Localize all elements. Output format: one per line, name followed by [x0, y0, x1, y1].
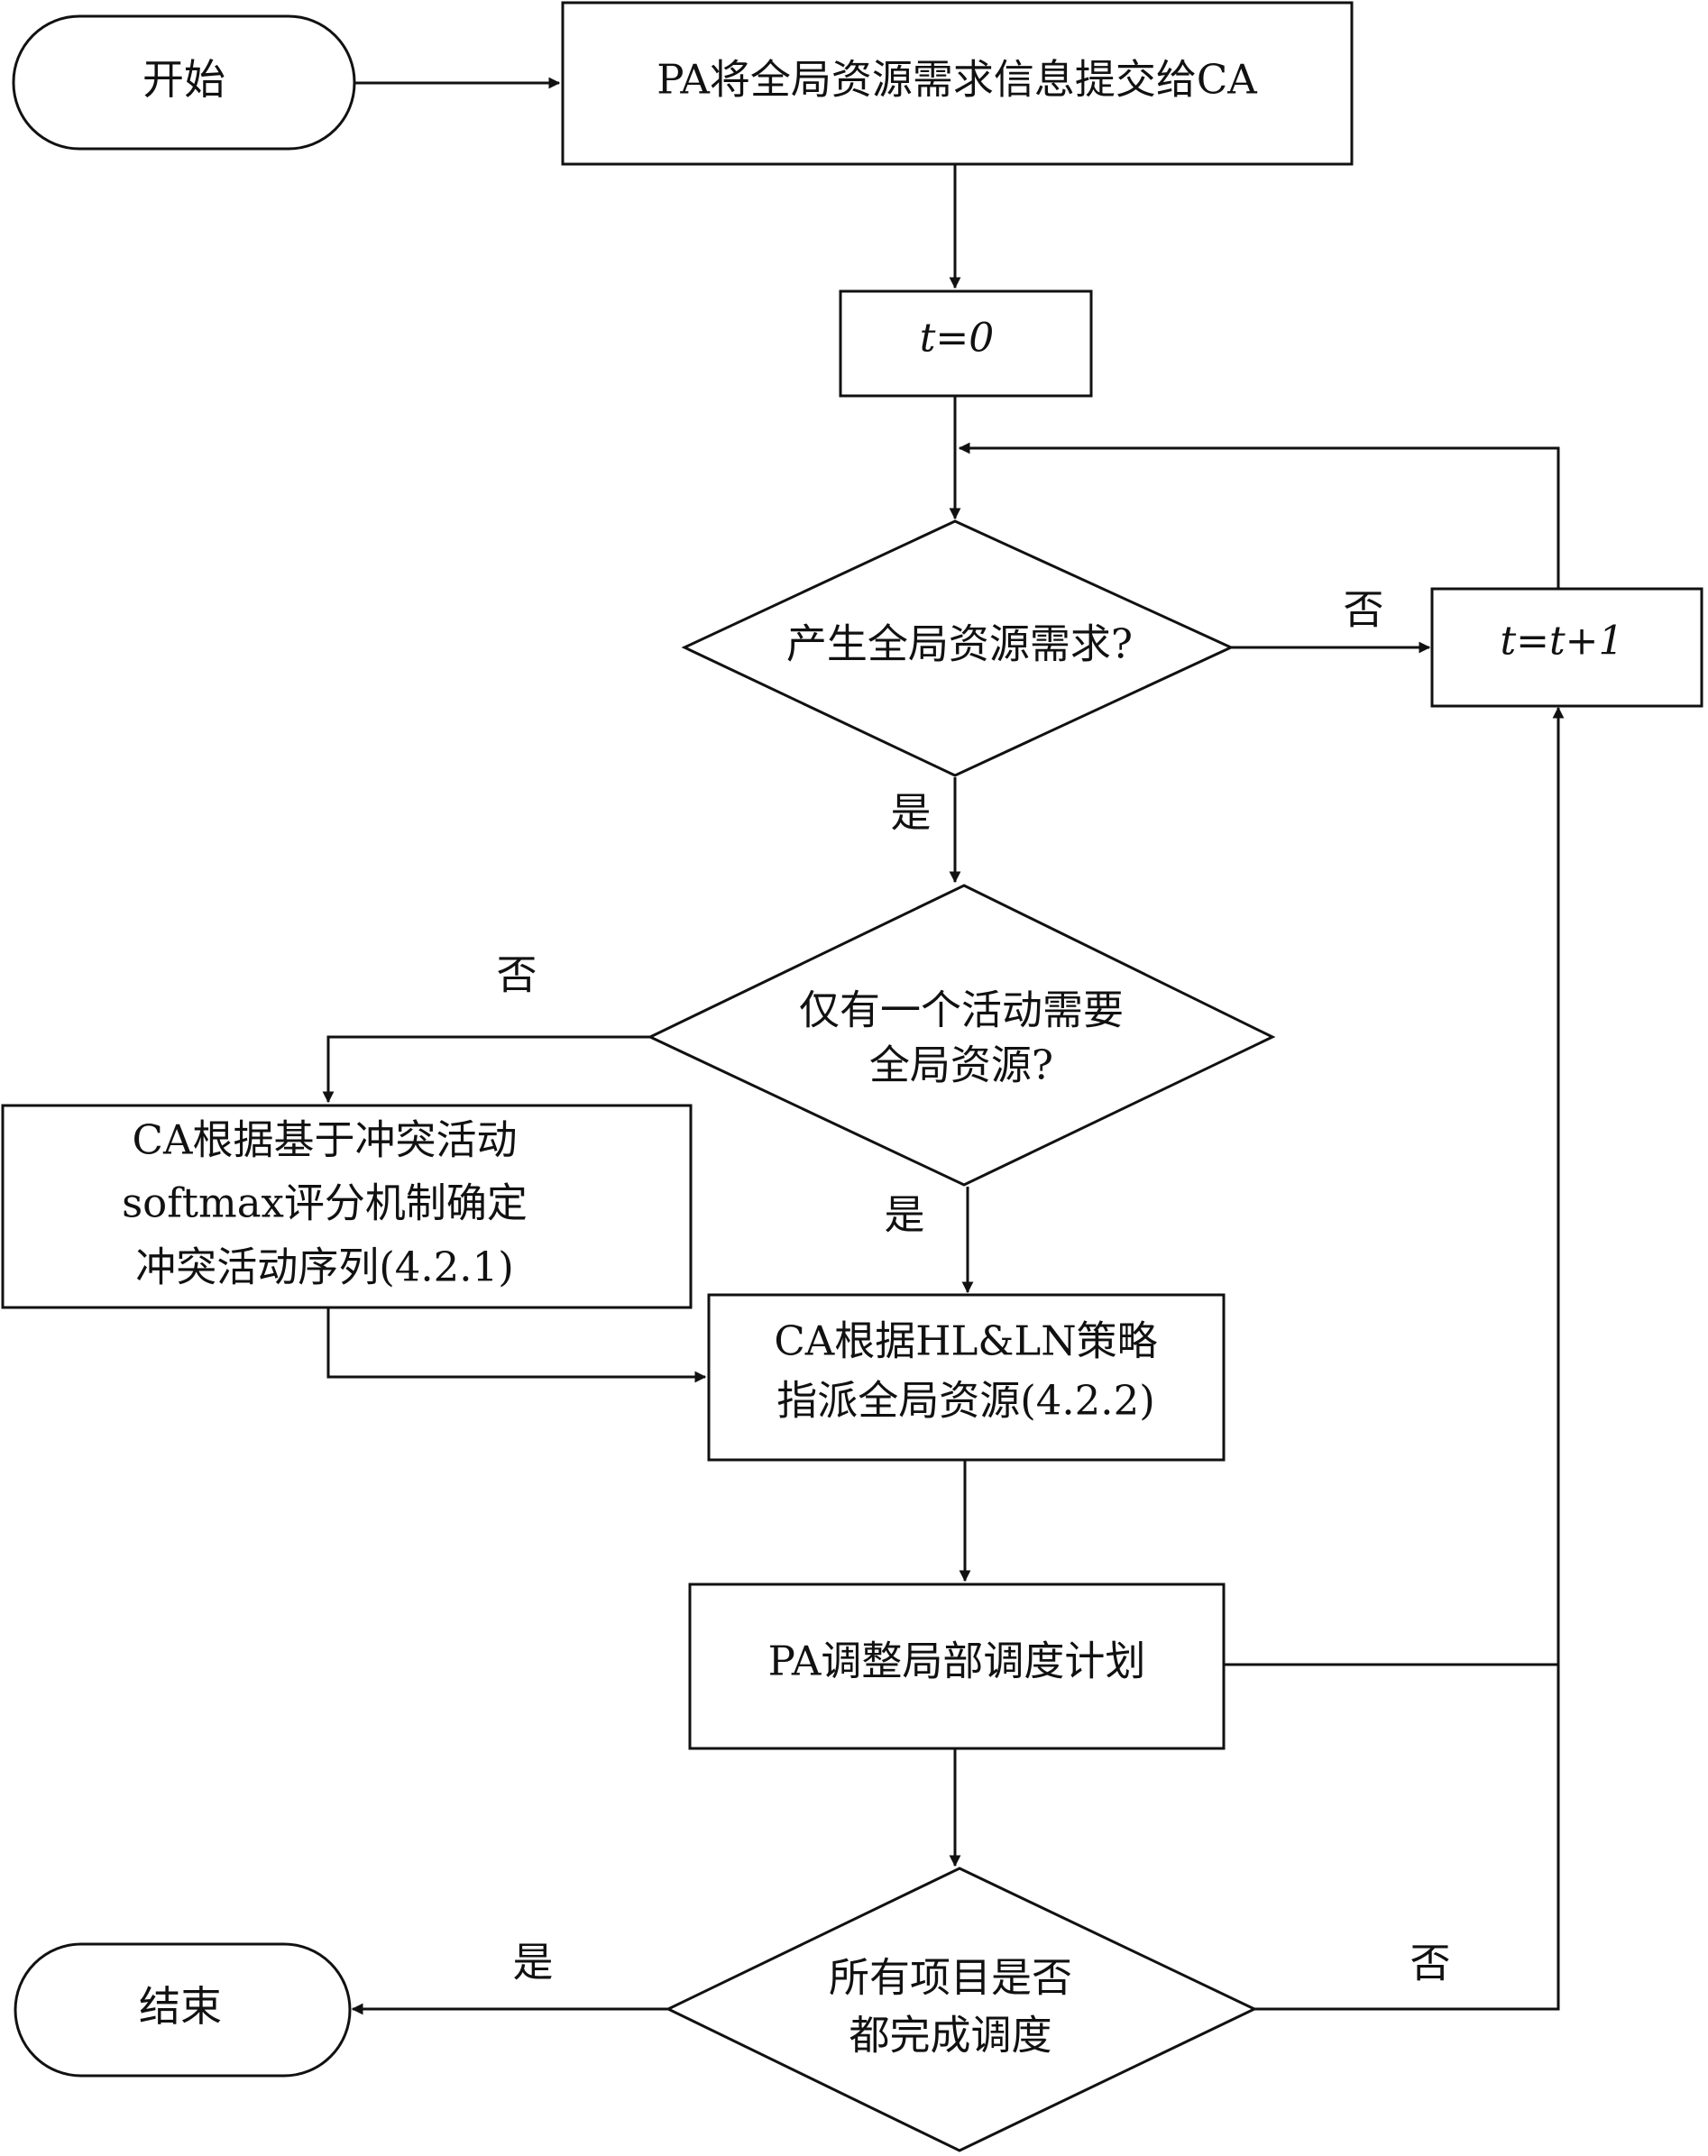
edge-adjust-to-increment: [1224, 706, 1565, 1666]
end-terminal: 结束: [14, 1942, 352, 2078]
adjust-label: PA调整局部调度计划: [768, 1638, 1146, 1685]
decision-done: 所有项目是否 都完成调度: [665, 1867, 1258, 2152]
softmax-process: CA根据基于冲突活动 softmax评分机制确定 冲突活动序列(4.2.1): [1, 1104, 693, 1309]
edge-label-demand-no: 否: [1343, 586, 1383, 634]
adjust-process: PA调整局部调度计划: [688, 1583, 1226, 1750]
edge-label-done-no: 否: [1410, 1940, 1450, 1987]
edge-label-done-yes: 是: [512, 1939, 553, 1986]
edge-single-no: [322, 1035, 650, 1104]
edge-softmax-to-assign: [326, 1308, 707, 1383]
edge-labels: 否 是 否 是 是 否: [496, 586, 1450, 1987]
assign-line2: 指派全局资源(4.2.2): [776, 1377, 1155, 1425]
decision-demand: 产生全局资源需求?: [681, 519, 1235, 777]
decision-single-line2: 全局资源?: [869, 1041, 1053, 1089]
softmax-line1: CA根据基于冲突活动: [133, 1116, 518, 1164]
init-t-label: t=0: [920, 316, 995, 362]
assign-line1: CA根据HL&LN策略: [774, 1317, 1157, 1365]
start-terminal: 开始: [12, 14, 356, 151]
edge-increment-loop-back: [958, 442, 1560, 588]
submit-process: PA将全局资源需求信息提交给CA: [561, 1, 1354, 166]
connectors: [322, 77, 1565, 2015]
edge-done-no: [1254, 1665, 1560, 2011]
submit-label: PA将全局资源需求信息提交给CA: [657, 56, 1257, 104]
init-t-process: t=0: [839, 289, 1093, 398]
decision-single-line1: 仅有一个活动需要: [799, 986, 1124, 1034]
increment-t-label: t=t+1: [1500, 619, 1623, 665]
start-label: 开始: [142, 55, 225, 104]
increment-t-process: t=t+1: [1430, 587, 1703, 708]
edge-label-demand-yes: 是: [890, 789, 931, 837]
end-label: 结束: [139, 1982, 222, 2031]
decision-done-line1: 所有项目是否: [829, 1954, 1072, 2002]
softmax-line3: 冲突活动序列(4.2.1): [135, 1243, 514, 1291]
decision-demand-label: 产生全局资源需求?: [786, 620, 1133, 668]
edge-label-single-yes: 是: [884, 1191, 924, 1239]
edge-label-single-no: 否: [496, 951, 537, 999]
decision-single: 仅有一个活动需要 全局资源?: [647, 884, 1276, 1187]
softmax-line2: softmax评分机制确定: [122, 1179, 528, 1227]
assign-process: CA根据HL&LN策略 指派全局资源(4.2.2): [707, 1293, 1226, 1462]
decision-done-line2: 都完成调度: [849, 2012, 1051, 2060]
